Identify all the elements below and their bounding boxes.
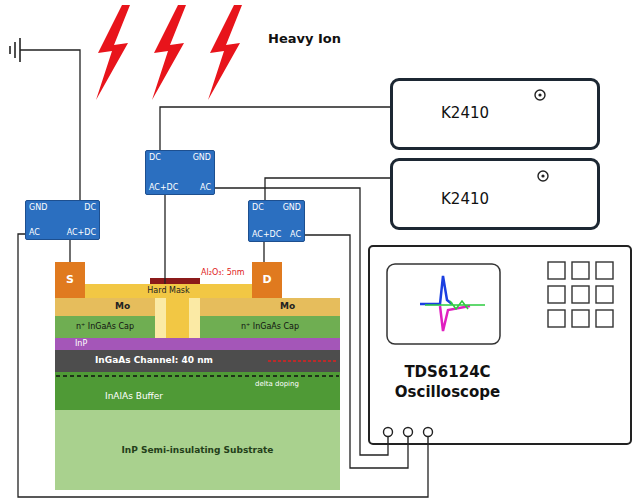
input-connector bbox=[424, 428, 433, 437]
layer-label: InGaAs Channel: 40 nm bbox=[95, 355, 213, 365]
oxide-label: Al₂O₃: 5nm bbox=[201, 268, 245, 277]
layer-label: n⁺ InGaAs Cap bbox=[241, 322, 299, 331]
port-label: AC bbox=[290, 230, 301, 239]
wire bbox=[160, 107, 390, 150]
bias-tee-box: DC GND AC+DC AC bbox=[145, 150, 215, 195]
cap-layer: n⁺ InGaAs Cap bbox=[55, 316, 155, 338]
scope-inputs bbox=[384, 428, 433, 446]
button bbox=[548, 286, 565, 303]
port-label: AC bbox=[200, 183, 211, 192]
cap-layer: n⁺ InGaAs Cap bbox=[200, 316, 340, 338]
wire bbox=[69, 240, 70, 262]
layer-label: InP Semi-insulating Substrate bbox=[122, 445, 274, 455]
layer-label: n⁺ InGaAs Cap bbox=[76, 322, 134, 331]
heavy-ion-bolts bbox=[96, 5, 242, 100]
lightning-bolt bbox=[96, 5, 130, 100]
waveform-magenta bbox=[440, 306, 470, 331]
wire bbox=[263, 242, 264, 262]
button bbox=[548, 262, 565, 279]
delta-doping-line bbox=[56, 375, 339, 376]
layer-label: delta doping bbox=[255, 380, 299, 388]
wire bbox=[164, 195, 165, 284]
screen-frame bbox=[387, 264, 500, 344]
button bbox=[572, 262, 589, 279]
hard-mask-layer: Hard Mask bbox=[85, 284, 252, 298]
button bbox=[572, 286, 589, 303]
substrate-layer: InP Semi-insulating Substrate bbox=[55, 410, 340, 490]
button bbox=[596, 262, 613, 279]
input-connector bbox=[384, 428, 393, 437]
gate-recess bbox=[155, 298, 200, 338]
inp-layer: InP bbox=[55, 338, 340, 350]
sourcemeter-box: K2410 bbox=[390, 158, 600, 230]
ground-symbol bbox=[10, 38, 20, 62]
mo-layer: Mo bbox=[55, 298, 155, 316]
ground-wire bbox=[20, 50, 80, 200]
instrument-name: K2410 bbox=[441, 191, 489, 208]
port-label: DC bbox=[84, 203, 96, 212]
lightning-bolt bbox=[152, 5, 186, 100]
port-label: GND bbox=[193, 153, 211, 162]
instrument-name: K2410 bbox=[441, 105, 489, 122]
terminal-dot bbox=[538, 93, 541, 96]
scope-buttons bbox=[548, 262, 613, 327]
port-label: AC+DC bbox=[67, 228, 96, 237]
layer-label: Mo bbox=[280, 301, 295, 311]
button bbox=[548, 310, 565, 327]
ground-bar bbox=[14, 42, 16, 58]
bias-tee-box: DC GND AC+DC AC bbox=[248, 200, 305, 242]
drain-contact: D bbox=[252, 262, 282, 298]
terminal-ring bbox=[535, 90, 545, 100]
beam-label: Heavy Ion bbox=[268, 32, 341, 47]
port-label: GND bbox=[283, 203, 301, 212]
oscilloscope-box: TDS6124C Oscilloscope bbox=[368, 245, 632, 445]
wire bbox=[18, 234, 428, 497]
button bbox=[596, 310, 613, 327]
instrument-name: TDS6124C Oscilloscope bbox=[380, 363, 515, 402]
layer-label: InAlAs Buffer bbox=[105, 391, 163, 401]
channel-layer: InGaAs Channel: 40 nm bbox=[55, 350, 340, 372]
gate-stem bbox=[166, 298, 189, 338]
terminal-ring bbox=[538, 171, 548, 181]
terminal-dot bbox=[541, 174, 544, 177]
port-label: DC bbox=[149, 153, 161, 162]
button bbox=[572, 310, 589, 327]
port-label: DC bbox=[252, 203, 264, 212]
source-contact: S bbox=[55, 262, 85, 298]
layer-label: Mo bbox=[115, 301, 130, 311]
terminal-label: D bbox=[262, 274, 271, 287]
waveform-blue bbox=[420, 276, 452, 304]
input-connector bbox=[404, 428, 413, 437]
bias-tee-box: GND DC AC AC+DC bbox=[25, 200, 100, 240]
layer-label: Hard Mask bbox=[147, 286, 189, 295]
terminal-label: S bbox=[66, 274, 74, 287]
port-label: AC+DC bbox=[252, 230, 281, 239]
button bbox=[596, 286, 613, 303]
port-label: AC bbox=[29, 228, 40, 237]
wire bbox=[265, 178, 390, 200]
sourcemeter-box: K2410 bbox=[390, 78, 600, 150]
layer-label: InP bbox=[75, 339, 87, 348]
mo-layer: Mo bbox=[200, 298, 340, 316]
lightning-bolt bbox=[208, 5, 242, 100]
port-label: AC+DC bbox=[149, 183, 178, 192]
waveform-green bbox=[425, 301, 485, 309]
port-label: GND bbox=[29, 203, 47, 212]
scope-screen bbox=[387, 264, 500, 344]
sourcemeter-terminal bbox=[535, 90, 548, 181]
buffer-layer: InAlAs Buffer delta doping bbox=[55, 372, 340, 410]
ground-bar bbox=[9, 46, 11, 54]
ion-track-mark bbox=[268, 360, 337, 362]
